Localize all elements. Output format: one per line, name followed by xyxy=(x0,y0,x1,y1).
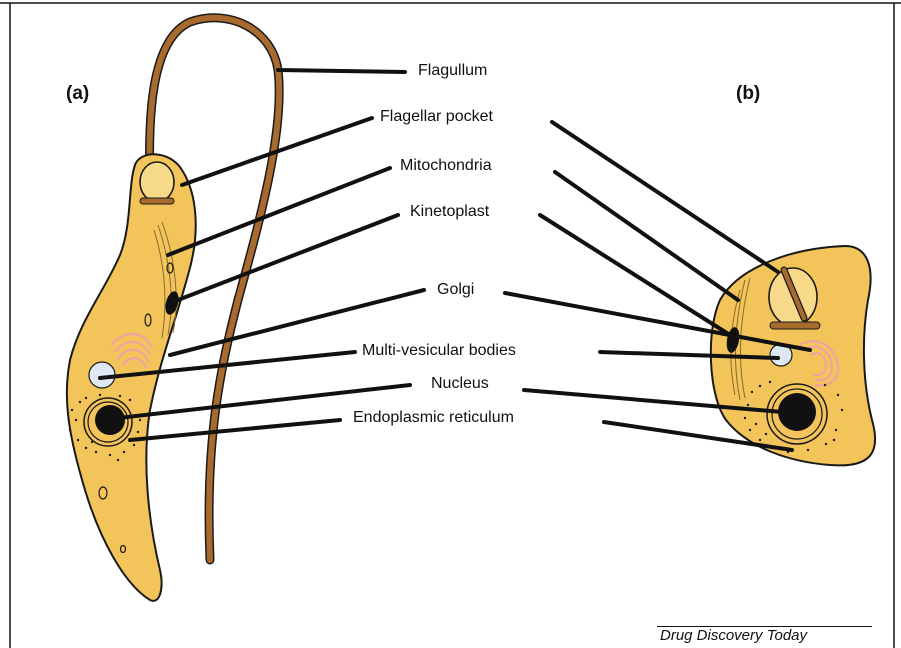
label-mitochondria: Mitochondria xyxy=(400,157,492,175)
credit-text: Drug Discovery Today xyxy=(660,627,807,644)
label-nucleus: Nucleus xyxy=(431,375,489,393)
label-flagellum: Flagullum xyxy=(418,62,487,80)
leader-lines xyxy=(100,70,810,450)
promastigote-cell xyxy=(67,18,279,601)
leader-flagellum xyxy=(278,70,405,72)
panel-label-a: (a) xyxy=(66,83,89,105)
label-er: Endoplasmic reticulum xyxy=(353,409,514,427)
label-kinetoplast: Kinetoplast xyxy=(410,203,489,221)
flagellar-pocket-a xyxy=(140,162,174,202)
label-flagellar-pocket: Flagellar pocket xyxy=(380,108,493,126)
panel-label-b: (b) xyxy=(736,83,760,105)
leader-mito-a xyxy=(168,168,390,255)
label-golgi: Golgi xyxy=(437,281,474,299)
leader-er-a xyxy=(130,420,340,440)
leader-kineto-a xyxy=(178,215,398,300)
label-mvb: Multi-vesicular bodies xyxy=(362,342,516,360)
cell-body-a xyxy=(67,154,196,601)
